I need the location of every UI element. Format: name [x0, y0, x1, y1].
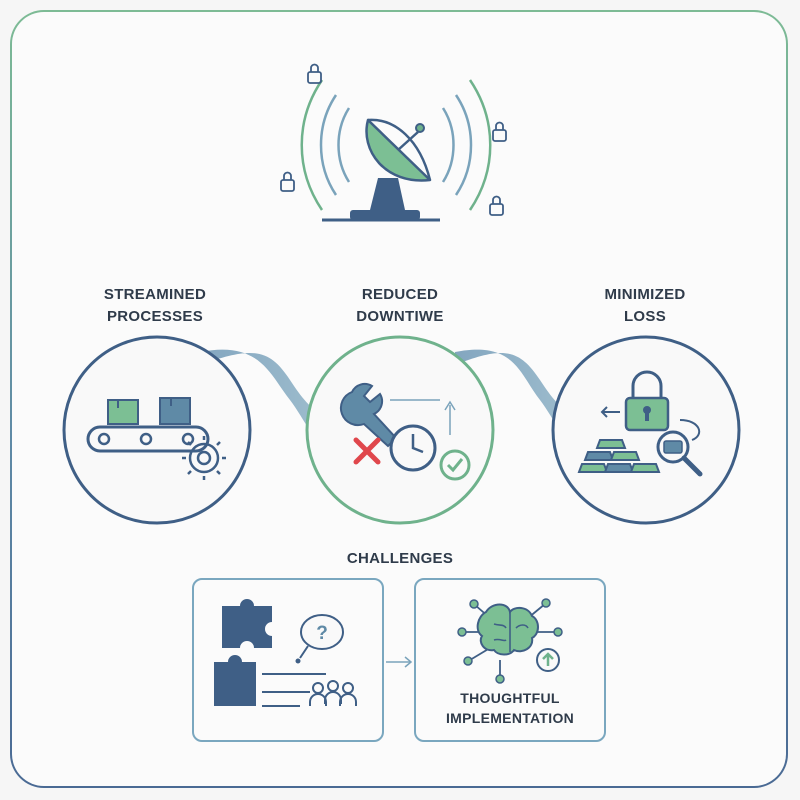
- label-challenges: CHALLENGES: [346, 550, 454, 567]
- brain-network-icon: [457, 598, 563, 684]
- implementation-box: [414, 578, 606, 742]
- challenges-box: [192, 578, 384, 742]
- circle-downtime: [305, 335, 495, 525]
- lock-package-icons: [280, 63, 507, 216]
- x-mark-icon: [353, 437, 381, 465]
- magnifier-icon: [656, 430, 703, 477]
- gold-bars-icon: [577, 439, 661, 473]
- padlock-icon: [624, 370, 670, 432]
- people-group-icon: [309, 680, 357, 706]
- question-bubble-icon: ?: [295, 614, 344, 664]
- gear-icon: [182, 436, 226, 480]
- checkmark-icon: [439, 449, 471, 481]
- circle-streamlined: [62, 335, 252, 525]
- wrench-icon: [339, 382, 398, 448]
- conveyor-belt-icon: [86, 397, 210, 453]
- puzzle-pieces-icon: [214, 599, 272, 706]
- clock-icon: [389, 424, 437, 472]
- circle-loss: [551, 335, 741, 525]
- svg-text:?: ?: [316, 623, 328, 644]
